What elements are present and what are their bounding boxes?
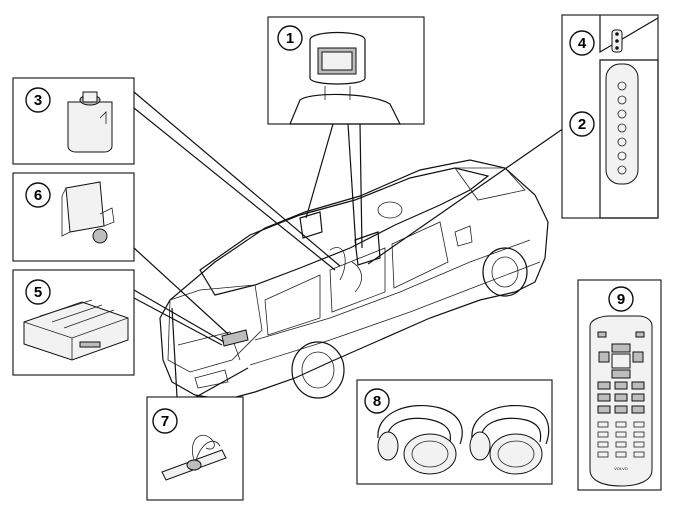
- leader-lines: [133, 91, 565, 398]
- car-illustration: [159, 159, 549, 401]
- panel-2-4-control-panel: 4 2: [561, 14, 659, 219]
- panel-7-antenna: 7: [146, 396, 244, 501]
- callout-number-1: 1: [286, 30, 294, 47]
- callout-circle-5: [25, 279, 51, 305]
- headphone-left: [377, 404, 463, 475]
- callout-number-5: 5: [34, 284, 42, 301]
- callout-circle-1: [277, 25, 303, 51]
- panel-6-bracket-unit: 6: [12, 172, 135, 262]
- callout-number-7: 7: [161, 413, 169, 430]
- panel-3-sensor-unit: 3: [12, 77, 135, 165]
- callout-number-8: 8: [373, 393, 381, 410]
- callout-circle-3: [25, 87, 51, 113]
- panel-9-remote-control: VOLVO 9: [577, 279, 662, 491]
- callout-number-4: 4: [578, 35, 587, 52]
- callout-circle-6: [25, 182, 51, 208]
- panel-1-headrest-display: 1: [267, 16, 425, 125]
- remote-logo: VOLVO: [614, 466, 628, 471]
- panel-8-wireless-headphones: 8: [356, 379, 553, 485]
- callout-number-2: 2: [578, 116, 586, 133]
- callout-circle-8: [364, 388, 390, 414]
- callout-circle-2: [569, 111, 595, 137]
- headphone-right: [469, 404, 550, 475]
- callout-number-6: 6: [34, 187, 42, 204]
- panel-5-control-module: 5: [12, 269, 135, 376]
- callout-number-9: 9: [617, 291, 625, 308]
- callout-circle-9: [608, 286, 634, 312]
- callout-circle-7: [152, 408, 178, 434]
- callout-circle-4: [569, 30, 595, 56]
- callout-number-3: 3: [34, 92, 42, 109]
